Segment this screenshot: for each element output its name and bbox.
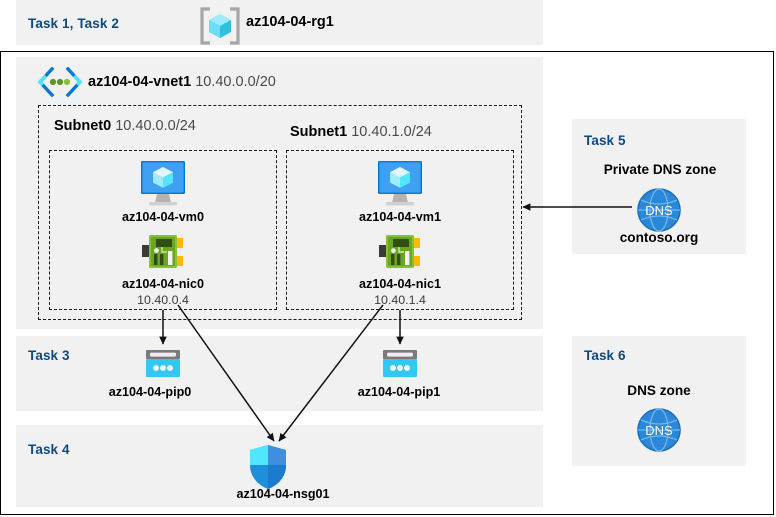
nsg-label: az104-04-nsg01 — [236, 487, 330, 501]
public-ip-address-icon — [143, 348, 183, 381]
private-dns-zone-title: Private DNS zone — [603, 162, 717, 177]
resource-group-panel — [16, 0, 543, 45]
resource-group-name-text: az104-04-rg1 — [246, 14, 334, 30]
vnet-header: az104-04-vnet1 10.40.0.0/20 — [88, 74, 276, 90]
network-security-group-icon — [246, 443, 290, 491]
subnet1-header: Subnet1 10.40.1.0/24 — [290, 124, 432, 140]
svg-text:DNS: DNS — [645, 423, 673, 438]
pip1-label: az104-04-pip1 — [357, 385, 441, 399]
task-label-dns: Task 6 — [584, 348, 626, 363]
subnet0-box — [49, 150, 277, 310]
task-label-nsg: Task 4 — [28, 442, 70, 457]
nic0-label: az104-04-nic0 — [122, 277, 204, 291]
public-ip-panel — [16, 336, 543, 411]
nic1-label: az104-04-nic1 — [359, 277, 441, 291]
subnet0-name: Subnet0 — [54, 118, 112, 134]
subnet1-name: Subnet1 — [290, 124, 348, 140]
diagram-outer-frame — [0, 51, 774, 515]
virtual-machine-icon — [372, 158, 428, 208]
dns-zone-icon: DNS — [634, 185, 684, 235]
dns-zone-title: DNS zone — [627, 383, 691, 398]
vm0-label: az104-04-vm0 — [122, 210, 204, 224]
task-label-private-dns: Task 5 — [584, 133, 626, 148]
subnet0-header: Subnet0 10.40.0.0/24 — [54, 118, 196, 134]
vm1-label: az104-04-vm1 — [359, 210, 441, 224]
subnet0-cidr: 10.40.0.0/24 — [115, 118, 196, 134]
nic1-ip: 10.40.1.4 — [374, 293, 426, 307]
network-interface-icon — [377, 232, 425, 274]
dns-zone-icon: DNS — [634, 405, 684, 455]
pip0-label: az104-04-pip0 — [108, 385, 192, 399]
vnet-name: az104-04-vnet1 — [88, 74, 192, 90]
private-dns-zone-name: contoso.org — [619, 230, 699, 245]
network-interface-icon — [140, 232, 188, 274]
nic0-ip: 10.40.0.4 — [137, 293, 189, 307]
svg-text:DNS: DNS — [645, 203, 673, 218]
vnet-panel — [16, 57, 543, 329]
public-ip-address-icon — [380, 348, 420, 381]
vnet-cidr: 10.40.0.0/20 — [195, 74, 276, 90]
resource-group-name: az104-04-rg1 — [246, 14, 334, 30]
subnet1-box — [286, 150, 514, 310]
resource-group-icon — [196, 6, 244, 46]
task-label-rg: Task 1, Task 2 — [28, 16, 119, 31]
task-label-public-ip: Task 3 — [28, 348, 70, 363]
virtual-network-icon — [36, 66, 84, 98]
virtual-machine-icon — [135, 158, 191, 208]
subnet1-cidr: 10.40.1.0/24 — [351, 124, 432, 140]
